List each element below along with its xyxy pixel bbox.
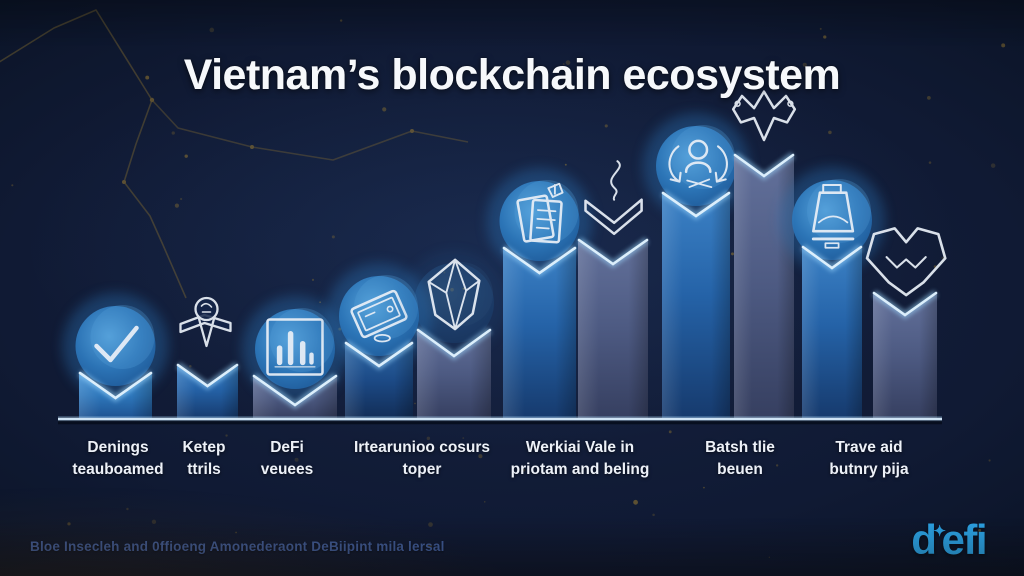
glow-circle: [401, 250, 507, 356]
glow-circle: [62, 293, 169, 399]
bar: [731, 90, 797, 419]
glow-circle: [643, 113, 749, 219]
lantern-icon: [811, 184, 855, 249]
crown-icon: [731, 90, 797, 142]
bar: [486, 168, 593, 419]
bar: [779, 167, 885, 419]
bar: [175, 296, 240, 419]
arrow-down-icon: [584, 160, 643, 236]
crystal-icon: [427, 258, 481, 331]
page-title: Vietnam’s blockchain ecosystem: [183, 50, 841, 99]
person-sync-icon: [668, 139, 728, 188]
baseline: [58, 416, 942, 425]
bar: [401, 250, 507, 419]
glow-circle: [779, 167, 885, 273]
map-pin-icon: [179, 296, 232, 348]
bar: [62, 293, 169, 419]
logo-sparkle-icon: ✦: [933, 523, 946, 540]
defi-logo: d✦efi: [911, 516, 987, 563]
document-icon: [516, 182, 564, 244]
glow-circle: [486, 168, 593, 274]
checkmark-icon: [94, 325, 139, 363]
footer-caption: Bloe Insecleh and 0ffioeng Amonederaont …: [30, 539, 445, 554]
bar: [643, 113, 749, 419]
bar: [576, 160, 650, 419]
bar-chart-icon: [266, 318, 324, 376]
bar: [865, 227, 947, 419]
bar: [242, 296, 348, 419]
heart-icon: [865, 227, 947, 297]
constellation-lines: [0, 9, 469, 299]
